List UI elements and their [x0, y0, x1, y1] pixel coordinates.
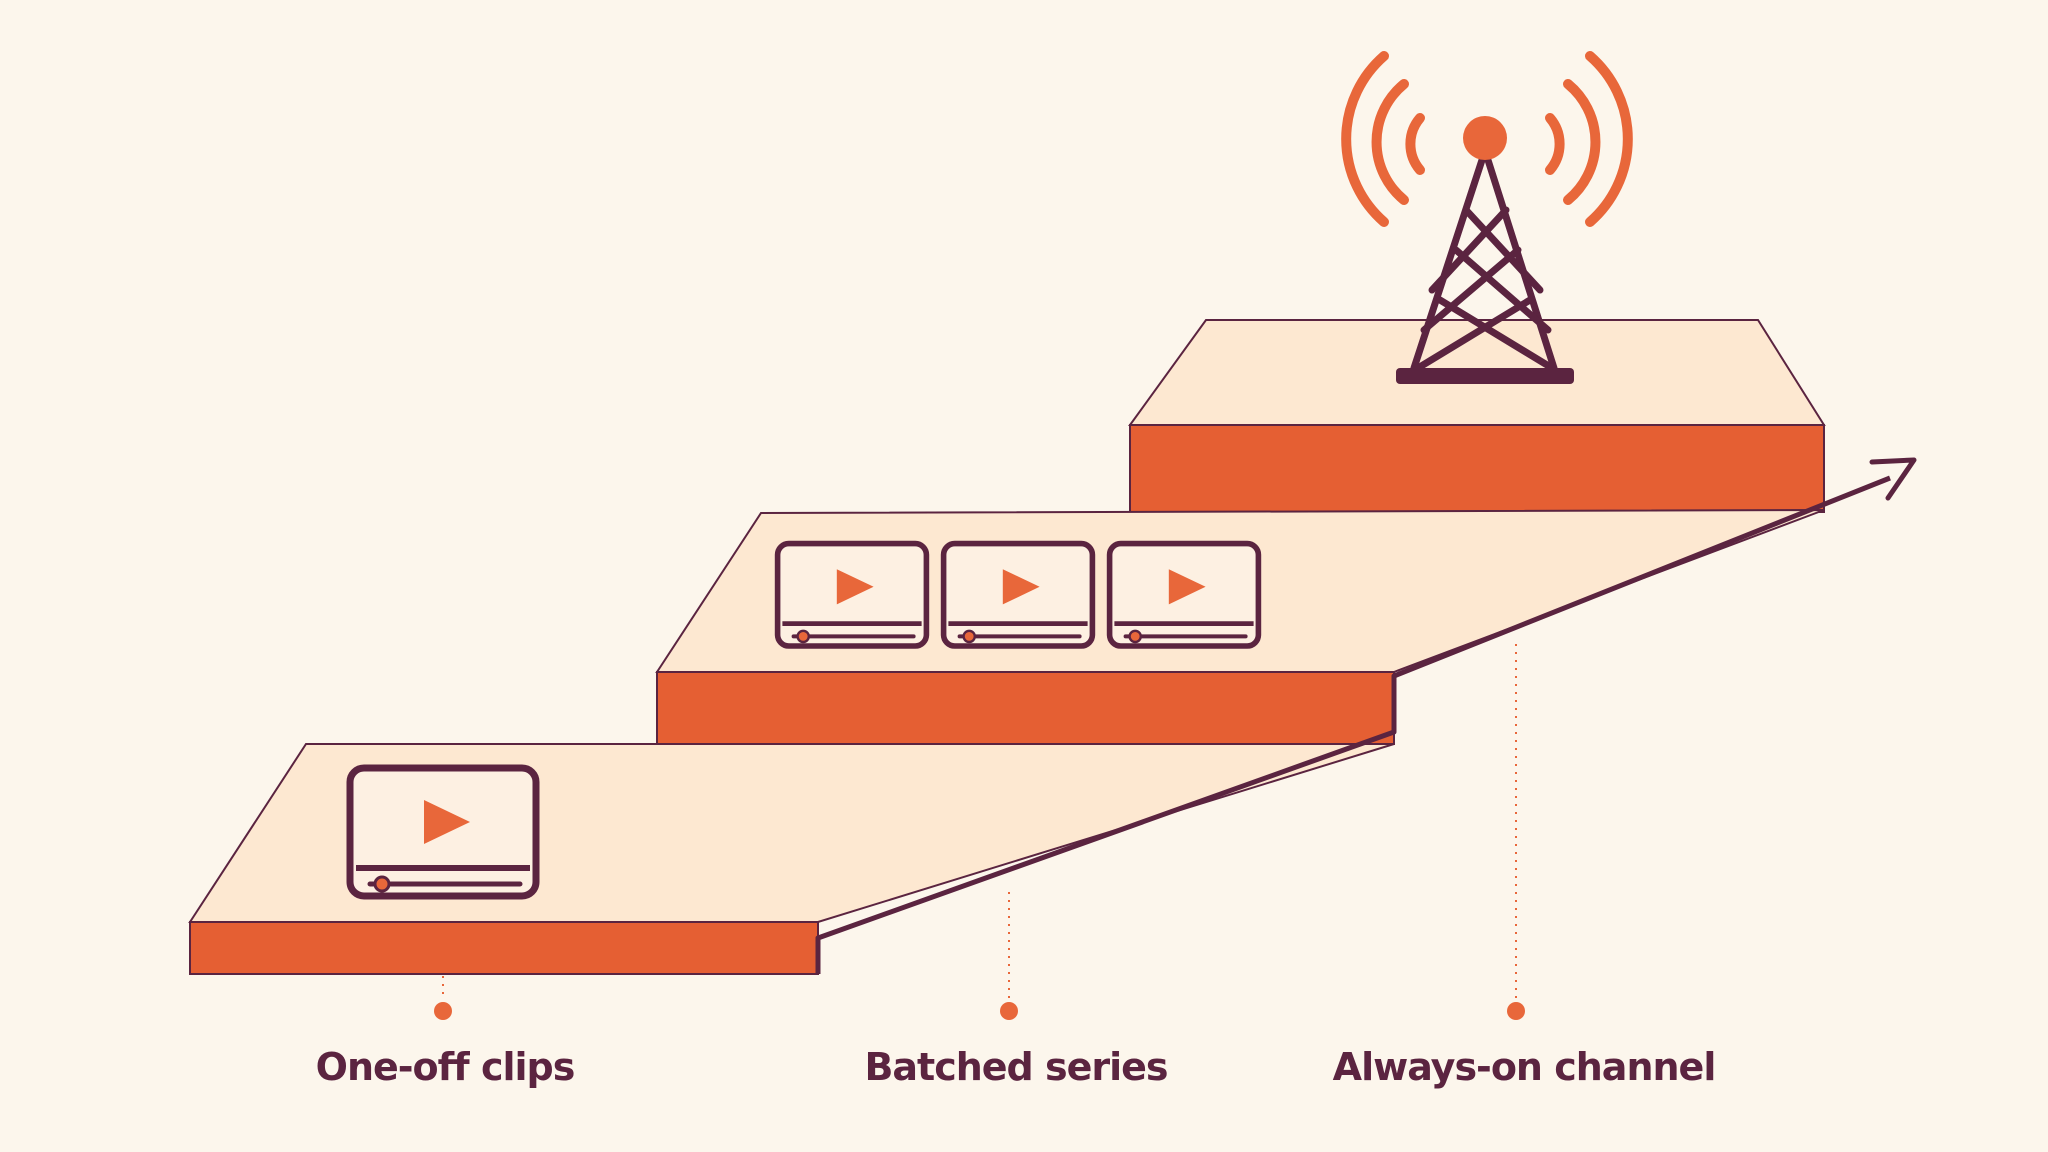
arrow-up-right-icon: [815, 457, 1917, 974]
video-player-icon: [350, 768, 536, 896]
step-always-on: [1128, 319, 1826, 513]
video-player-icon: [1110, 544, 1259, 646]
step-1-marker: [434, 1002, 452, 1020]
video-player-icon: [944, 544, 1093, 646]
step-3-marker: [1507, 1002, 1525, 1020]
step-3-label: Always-on channel: [1333, 1045, 1716, 1089]
broadcast-tower-icon: [1341, 51, 1633, 384]
label-leaders: [442, 644, 1517, 998]
step-2-front: [656, 671, 1395, 745]
step-3-front: [1129, 424, 1825, 513]
video-player-icon: [778, 544, 927, 646]
step-2-marker: [1000, 1002, 1018, 1020]
step-1-label: One-off clips: [316, 1045, 575, 1089]
step-2-label: Batched series: [864, 1045, 1167, 1089]
step-1-front: [189, 921, 819, 975]
